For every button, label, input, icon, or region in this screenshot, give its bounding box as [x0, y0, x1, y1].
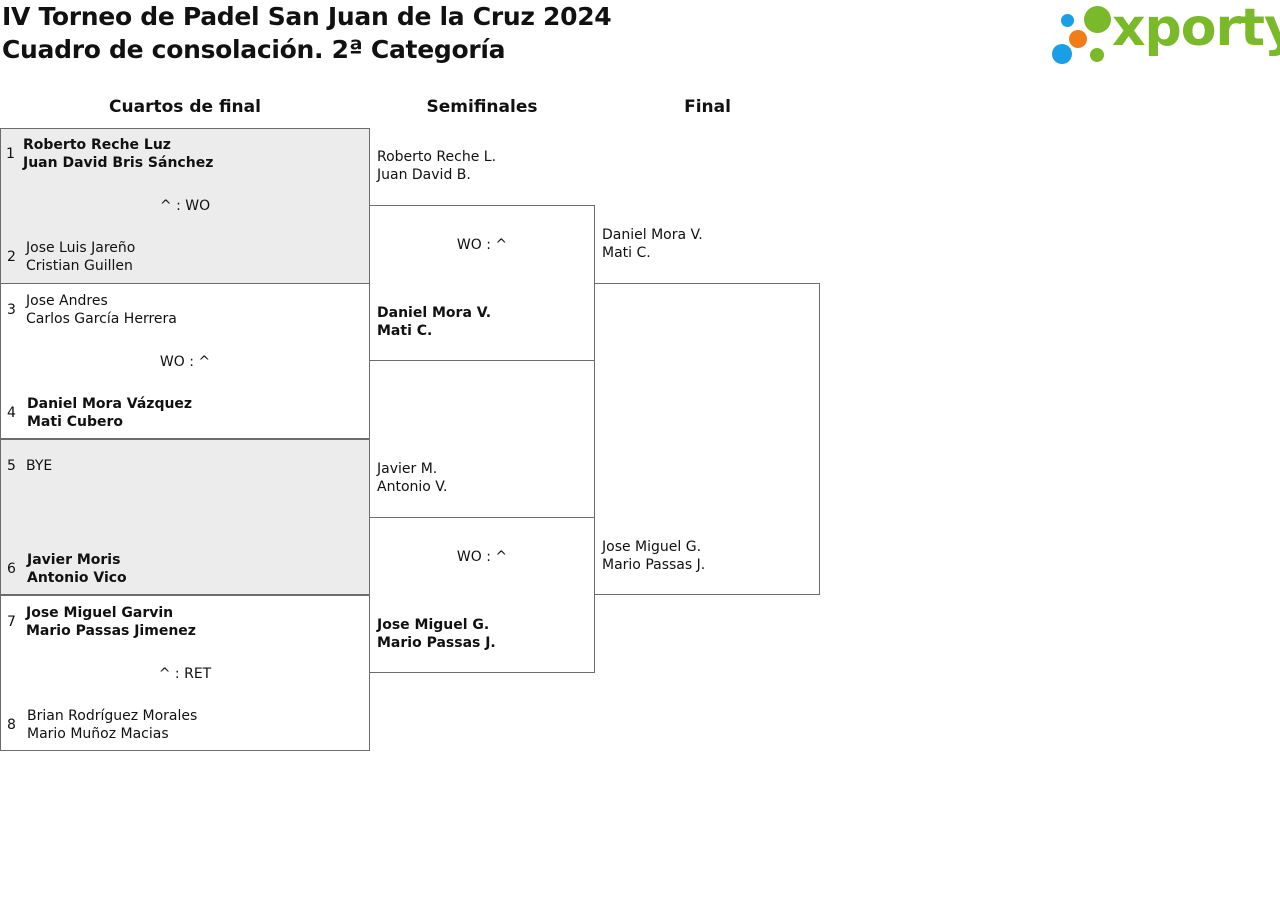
player-name: Juan David Bris Sánchez — [23, 155, 214, 171]
player-name: Mario Passas Jimenez — [26, 623, 196, 639]
logo-wordmark: xporty — [1112, 0, 1280, 58]
logo-dot-orange — [1069, 30, 1087, 48]
player-name: Roberto Reche L. — [377, 149, 497, 165]
seed-number: 5 — [7, 458, 16, 474]
qf2-bottom-pair: Daniel Mora Vázquez Mati Cubero — [27, 395, 192, 431]
player-name: Jose Andres — [26, 293, 108, 309]
sf1-score: WO : ^ — [456, 237, 508, 253]
logo-dot-green-small — [1090, 48, 1104, 62]
player-name: Antonio V. — [377, 479, 448, 495]
player-name: Javier Moris — [27, 552, 121, 568]
player-name: Mati C. — [377, 323, 433, 339]
player-name: Jose Miguel G. — [602, 539, 702, 555]
qf-match-4 — [0, 595, 370, 751]
sf2-top-pair: Javier M. Antonio V. — [377, 460, 448, 496]
qf-match-1 — [0, 128, 370, 284]
qf2-top-pair: Jose Andres Carlos García Herrera — [26, 292, 177, 328]
player-name: Mario Passas J. — [377, 635, 496, 651]
logo-dot-green — [1084, 6, 1111, 33]
sf1-bottom-pair: Daniel Mora V. Mati C. — [377, 304, 491, 340]
final-bottom-pair: Jose Miguel G. Mario Passas J. — [602, 538, 705, 574]
player-name: Mati Cubero — [27, 414, 124, 430]
qf3-bottom-pair: Javier Moris Antonio Vico — [27, 551, 127, 587]
qf2-score: WO : ^ — [159, 354, 211, 370]
tournament-title: IV Torneo de Padel San Juan de la Cruz 2… — [2, 2, 612, 31]
player-name: Mario Passas J. — [602, 557, 706, 573]
qf4-bottom-pair: Brian Rodríguez Morales Mario Muñoz Maci… — [27, 707, 197, 743]
qf3-top-pair: BYE — [26, 457, 52, 475]
player-name: Cristian Guillen — [26, 258, 133, 274]
seed-number: 2 — [7, 249, 16, 265]
seed-number: 6 — [7, 561, 16, 577]
player-name: Javier M. — [377, 461, 438, 477]
player-name: Daniel Mora V. — [377, 305, 492, 321]
player-name: Mati C. — [602, 245, 651, 261]
player-name: Antonio Vico — [27, 570, 127, 586]
qf1-top-pair: Roberto Reche Luz Juan David Bris Sánche… — [23, 136, 213, 172]
qf4-score: ^ : RET — [158, 666, 212, 682]
logo-dot-blue-small — [1061, 14, 1074, 27]
sf-match-2 — [369, 517, 595, 673]
player-name: Daniel Mora V. — [602, 227, 703, 243]
qf-match-2 — [0, 283, 370, 439]
player-name: Jose Luis Jareño — [26, 240, 136, 256]
qf1-score: ^ : WO — [159, 198, 211, 214]
sf2-bottom-pair: Jose Miguel G. Mario Passas J. — [377, 616, 496, 652]
final-match — [594, 283, 820, 595]
seed-number: 1 — [6, 146, 15, 162]
sf1-top-pair: Roberto Reche L. Juan David B. — [377, 148, 496, 184]
player-name: Carlos García Herrera — [26, 311, 177, 327]
player-name: BYE — [26, 458, 53, 474]
player-name: Daniel Mora Vázquez — [27, 396, 193, 412]
qf4-top-pair: Jose Miguel Garvin Mario Passas Jimenez — [26, 604, 196, 640]
logo-dot-blue — [1052, 44, 1072, 64]
column-header-final: Final — [684, 97, 731, 117]
final-top-pair: Daniel Mora V. Mati C. — [602, 226, 703, 262]
column-header-semifinals: Semifinales — [426, 97, 538, 117]
bracket-subtitle: Cuadro de consolación. 2ª Categoría — [2, 35, 506, 64]
qf1-bottom-pair: Jose Luis Jareño Cristian Guillen — [26, 239, 135, 275]
player-name: Mario Muñoz Macias — [27, 726, 169, 742]
seed-number: 8 — [7, 717, 16, 733]
seed-number: 7 — [7, 614, 16, 630]
qf-match-3 — [0, 439, 370, 595]
sf2-score: WO : ^ — [456, 549, 508, 565]
player-name: Jose Miguel G. — [377, 617, 490, 633]
xporty-logo: xporty — [1050, 0, 1280, 68]
seed-number: 4 — [7, 405, 16, 421]
player-name: Roberto Reche Luz — [23, 137, 171, 153]
column-header-quarterfinals: Cuartos de final — [109, 97, 261, 117]
seed-number: 3 — [7, 302, 16, 318]
player-name: Brian Rodríguez Morales — [27, 708, 198, 724]
player-name: Juan David B. — [377, 167, 471, 183]
player-name: Jose Miguel Garvin — [26, 605, 174, 621]
